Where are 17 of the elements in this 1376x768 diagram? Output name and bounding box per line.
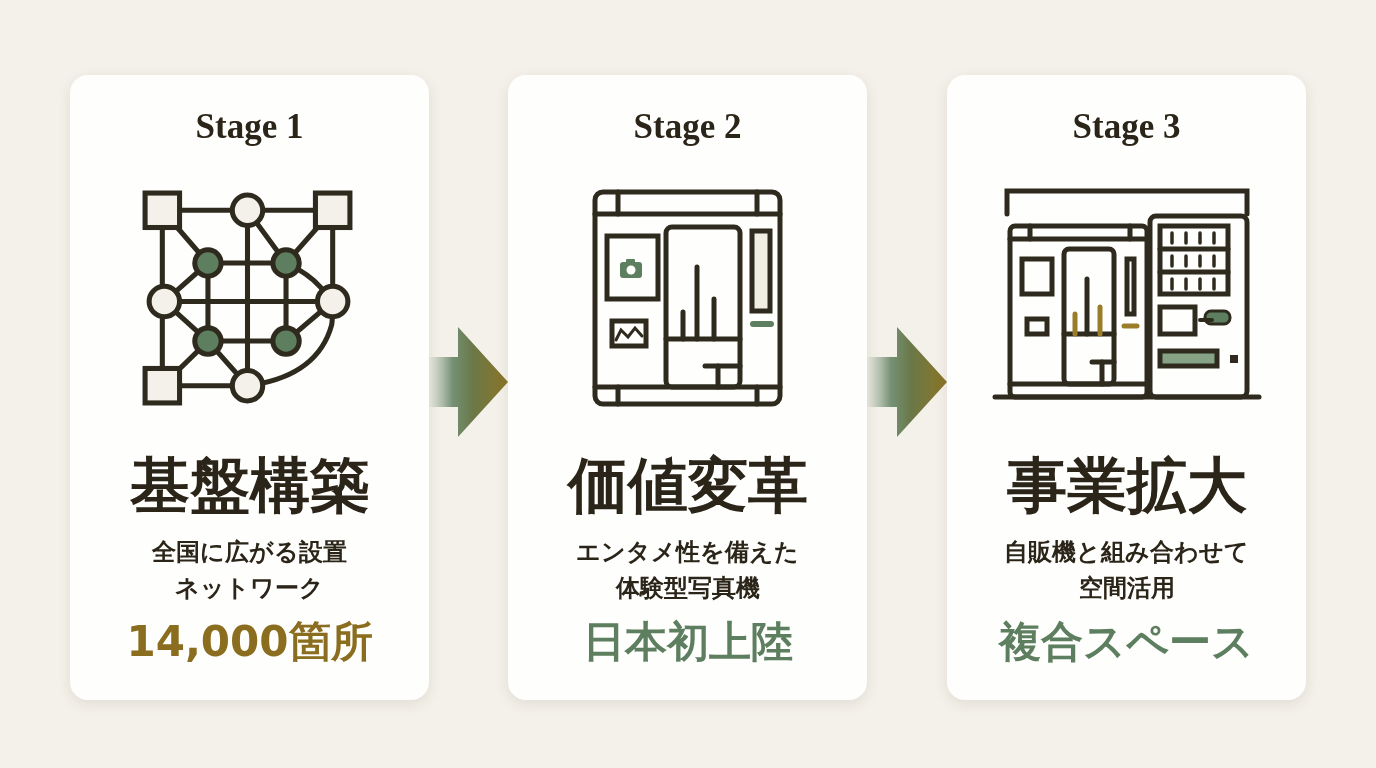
stage-description: 全国に広がる設置ネットワーク (151, 537, 348, 604)
stage-description: エンタメ性を備えた体験型写真機 (575, 537, 800, 604)
stage-label: Stage 1 (195, 106, 304, 148)
stage-card (70, 75, 429, 700)
stage-title: 基盤構築 (129, 450, 370, 520)
stage-card (947, 75, 1306, 700)
arrow (867, 327, 947, 437)
stage-title: 価値変革 (567, 450, 808, 520)
highlight-text: 日本初上陸 (582, 616, 793, 668)
arrow (429, 327, 508, 437)
stage-label: Stage 2 (633, 106, 742, 148)
highlight-text: 14,000箇所 (126, 616, 373, 668)
stage-label: Stage 3 (1072, 106, 1181, 148)
stage-title: 事業拡大 (1006, 450, 1247, 520)
stage-description: 自販機と組み合わせて空間活用 (1003, 537, 1250, 604)
highlight-text: 複合スペース (999, 616, 1254, 668)
stage-card (508, 75, 867, 700)
